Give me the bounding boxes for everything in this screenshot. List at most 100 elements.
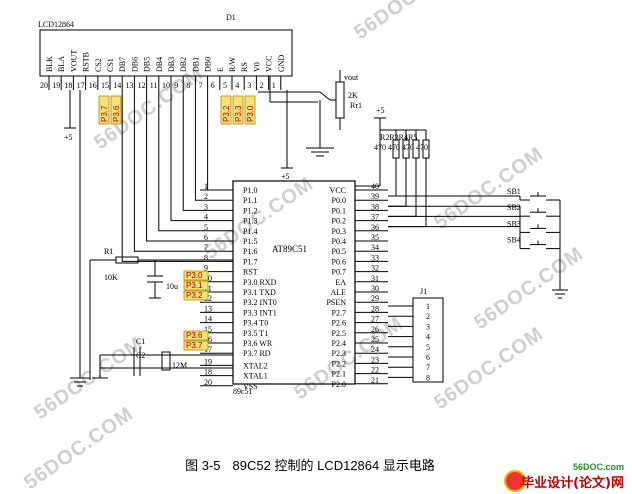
figure-caption: 图 3-5 89C52 控制的 LCD12864 显示电路	[0, 455, 632, 474]
mcu-left-pin-number: 14	[204, 315, 212, 324]
lcd-pin-name: DB7	[118, 57, 127, 72]
bus-wire	[146, 90, 200, 242]
vcc-label-lcd: +5	[64, 133, 73, 142]
lcd-pin-name: DB6	[130, 57, 139, 72]
watermark-text: 56DOC.COM	[470, 243, 587, 334]
j1-body	[412, 297, 444, 383]
switch-label: SB2	[507, 203, 521, 212]
mcu-left-pin-name: P1.3	[243, 217, 257, 226]
mcu-left-pin-number: 5	[204, 223, 208, 232]
net-flag	[232, 95, 244, 125]
mcu-right-pin-name: P2.1	[332, 370, 346, 379]
net-flag	[183, 340, 209, 351]
j1-pin-number: 2	[426, 312, 430, 321]
mcu-left-pin-number: 9	[204, 264, 208, 273]
net-flag-text: P3.6	[186, 331, 203, 340]
mcu-left-pin-name: P3.3 INT1	[243, 308, 277, 317]
rpack-values: 470 470 470 470	[374, 143, 428, 152]
mcu-right-pin-name: P2.7	[332, 308, 346, 317]
data-bus	[121, 90, 209, 262]
lcd-pin-number: 19	[52, 81, 60, 90]
net-flag-text: P3.0	[246, 105, 255, 122]
lcd-pin-name: BLA	[57, 56, 66, 72]
mcu-left-pin-number: 2	[204, 192, 208, 201]
lcd-pin-number: 16	[89, 81, 97, 90]
vcc-label-pullup: +5	[376, 106, 385, 115]
lcd-pin-number: 12	[138, 81, 146, 90]
mcu-right-pin-name: P2.5	[332, 329, 346, 338]
mcu-left-pin-number: 13	[204, 304, 212, 313]
mcu-left-pin-number: 15	[204, 325, 212, 334]
mcu-right-pin-name: EA	[335, 278, 346, 287]
lcd-designator: D1	[226, 13, 236, 22]
mcu-right-pin-number: 29	[371, 294, 379, 303]
bus-wire	[121, 90, 200, 262]
mcu-left-pin-number: 18	[204, 368, 212, 377]
net-flag	[244, 95, 256, 125]
mcu-right-pin-number: 33	[371, 253, 379, 262]
net-flag-text: P3.3	[234, 105, 243, 122]
mcu-left-pin-name: P1.0	[243, 186, 257, 195]
lcd-pin-number: 3	[247, 81, 251, 90]
mcu-right-pin-number: 28	[371, 304, 379, 313]
lcd-pin-name: DB4	[155, 57, 164, 72]
figure-number: 图 3-5	[185, 458, 221, 473]
lcd-pin-number: 6	[211, 81, 215, 90]
mcu-left-pin-name: P1.2	[243, 206, 257, 215]
crystal-circuit	[92, 347, 233, 379]
watermark-text: 56DOC.COM	[430, 143, 547, 234]
mcu-footer: 89c51	[233, 387, 253, 396]
j1-pin-number: 8	[426, 373, 430, 382]
mcu-right-pin-name: P0.1	[332, 206, 346, 215]
mcu-right-pin-name: P2.4	[332, 339, 346, 348]
lcd-pin-number: 20	[40, 81, 48, 90]
mcu-right-pin-name: P0.5	[332, 247, 346, 256]
r1-ref: R1	[104, 247, 113, 256]
net-flag-text: P3.1	[186, 281, 203, 290]
mcu-right-pin-number: 37	[371, 213, 379, 222]
net-flag	[220, 95, 232, 125]
r1-value: 10K	[104, 273, 118, 282]
lcd-pin-name: VOUT	[69, 50, 78, 72]
net-flag-text: P3.2	[222, 105, 231, 122]
lcd-pin-number: 18	[64, 81, 72, 90]
mcu-left-pin-name: P3.1 TXD	[243, 288, 276, 297]
c1-ref: C1	[136, 337, 145, 346]
mcu-left-pin-name: P3.2 INT0	[243, 298, 277, 307]
lcd-pin-name: CS2	[94, 58, 103, 72]
pot-ref: Rr1	[350, 101, 362, 110]
net-flag-text: P3.2	[186, 291, 203, 300]
mcu-right-pin-number: 24	[371, 345, 379, 354]
mcu-right-pin-number: 35	[371, 233, 379, 242]
lcd-pin-name: DB0	[204, 57, 213, 72]
figure-title: 89C52 控制的 LCD12864 显示电路	[232, 458, 435, 473]
mcu-left-pin-number: 8	[204, 253, 208, 262]
mcu-right-pin-name: P0.4	[332, 237, 346, 246]
mcu-right-pin-number: 32	[371, 264, 379, 273]
net-flag	[183, 270, 209, 281]
bus-wire	[182, 90, 200, 211]
j1-label: J1	[420, 287, 427, 296]
logo-site: 56DOC.com	[572, 462, 624, 472]
lcd-pin-number: 4	[235, 81, 239, 90]
net-flag-text: P3.7	[186, 341, 203, 350]
lcd-pin-name: R/W	[228, 56, 237, 72]
mcu-right-pin-number: 39	[371, 192, 379, 201]
net-flag-text: P3.7	[100, 105, 109, 122]
mcu-left-pin-number: 7	[204, 243, 208, 252]
lcd-label: LCD12864	[38, 20, 74, 29]
lcd-pin-name: BLK	[45, 56, 54, 72]
lcd-pin-number: 17	[77, 81, 85, 90]
pullup-wire	[388, 158, 397, 197]
lcd-pin-number: 10	[162, 81, 170, 90]
mcu-right-pin-number: 31	[371, 274, 379, 283]
mcu-right-pin-name: P0.0	[332, 196, 346, 205]
mcu-right-pin-name: P0.6	[332, 257, 346, 266]
mcu-right-pin-name: P0.2	[332, 217, 346, 226]
site-logo: 56DOC.com 毕业设计(论文)网	[500, 462, 628, 492]
net-flag-text: P3.6	[112, 105, 121, 122]
